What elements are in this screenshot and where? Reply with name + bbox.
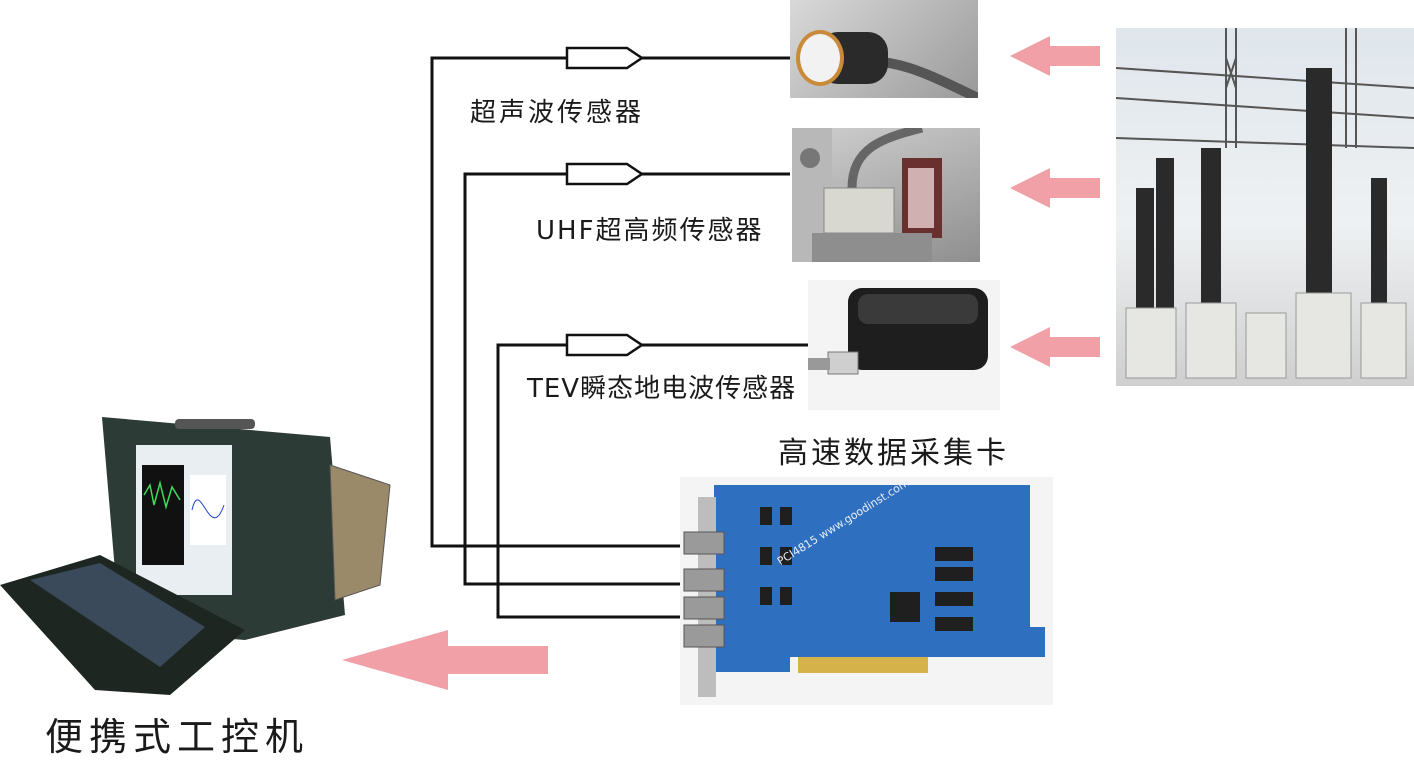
connector-plug-tev — [565, 333, 645, 357]
arrow-left-icon — [1010, 327, 1100, 367]
arrow-left-icon — [1010, 168, 1100, 208]
connector-plug-ultrasonic — [565, 46, 645, 70]
portable-computer-photo — [0, 405, 400, 705]
label-ultrasonic-sensor: 超声波传感器 — [470, 98, 645, 128]
arrow-left-icon — [342, 630, 548, 690]
daq-card-photo: PCI4815 www.goodinst.com — [680, 477, 1053, 705]
connector-plug-uhf — [565, 162, 645, 186]
label-daq-card: 高速数据采集卡 — [778, 436, 1009, 471]
uhf-sensor-photo — [792, 128, 980, 262]
label-uhf-sensor: UHF超高频传感器 — [536, 216, 764, 246]
label-portable-computer: 便携式工控机 — [45, 715, 310, 759]
label-tev-sensor: TEV瞬态地电波传感器 — [527, 374, 797, 404]
substation-photo — [1116, 28, 1414, 386]
tev-sensor-photo — [808, 280, 1000, 410]
arrow-left-icon — [1010, 36, 1100, 76]
ultrasonic-sensor-photo — [790, 0, 978, 98]
